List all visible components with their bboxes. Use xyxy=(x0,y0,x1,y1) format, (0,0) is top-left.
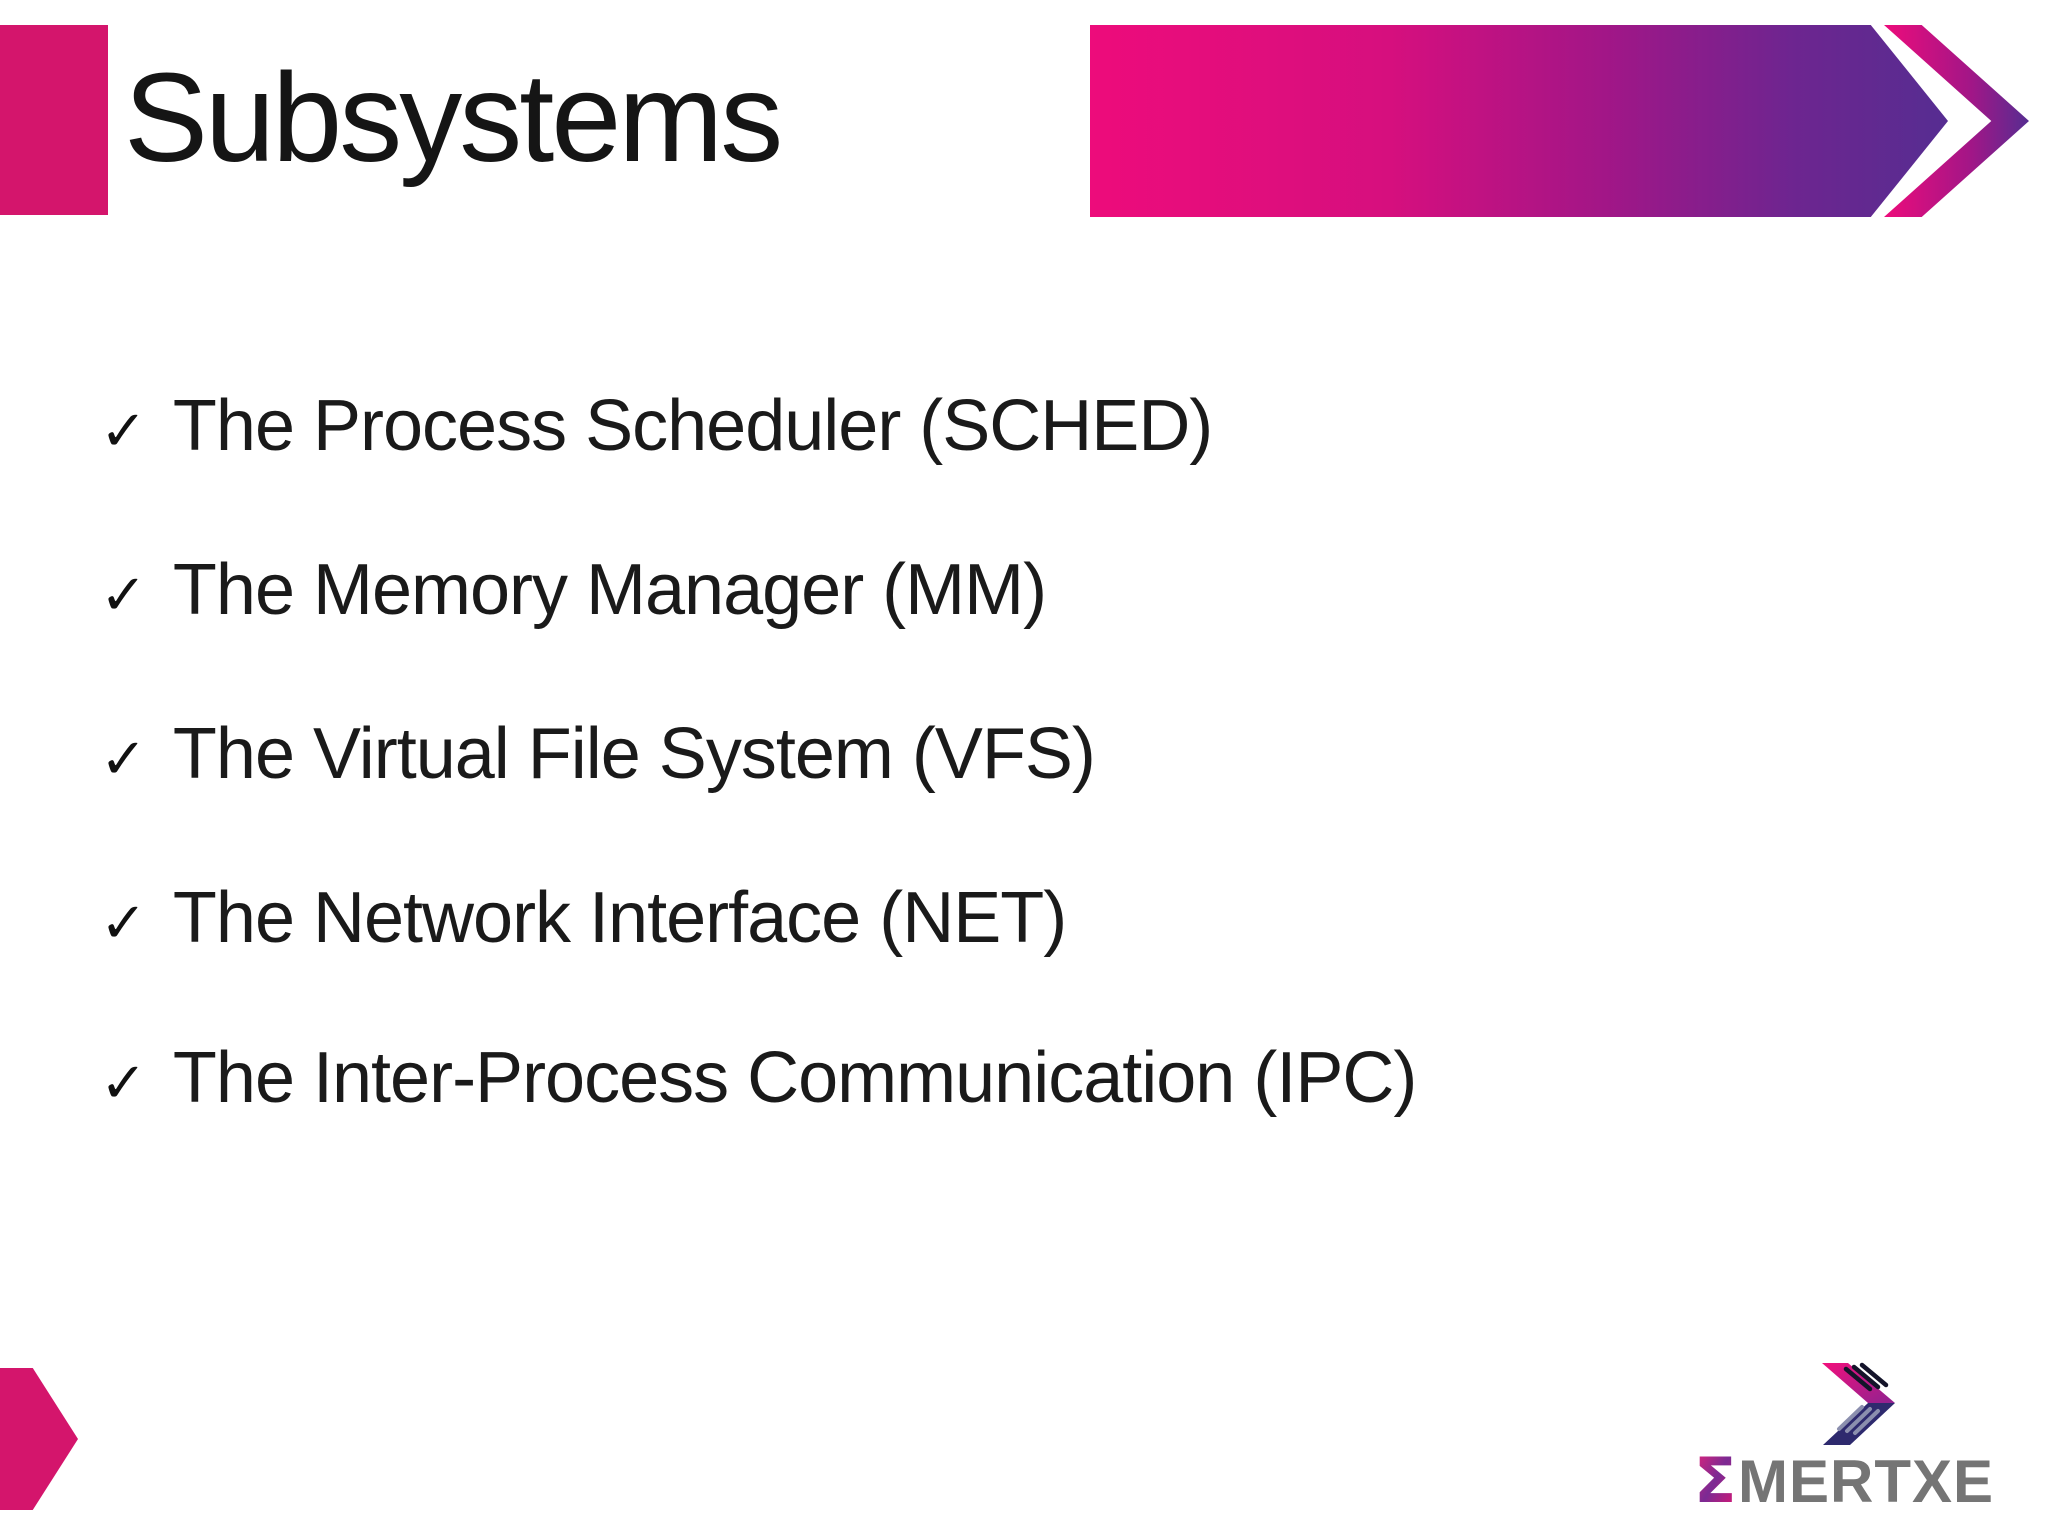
list-item: ✓ The Inter-Process Communication (IPC) xyxy=(100,1037,1417,1119)
list-item: ✓ The Virtual File System (VFS) xyxy=(100,713,1096,795)
list-item-label: The Virtual File System (VFS) xyxy=(172,714,1096,794)
emertxe-logo: Σ MERTXE xyxy=(1694,1362,1994,1512)
list-item: ✓ The Process Scheduler (SCHED) xyxy=(100,385,1213,467)
list-item-label: The Network Interface (NET) xyxy=(172,878,1067,958)
logo-brand: MERTXE xyxy=(1738,1448,1994,1512)
check-icon: ✓ xyxy=(100,1051,147,1116)
list-item-label: The Memory Manager (MM) xyxy=(172,550,1047,630)
list-item-label: The Process Scheduler (SCHED) xyxy=(172,386,1213,466)
check-icon: ✓ xyxy=(100,891,147,956)
list-item: ✓ The Network Interface (NET) xyxy=(100,877,1067,959)
list-item: ✓ The Memory Manager (MM) xyxy=(100,549,1047,631)
check-icon: ✓ xyxy=(100,727,147,792)
list-item-label: The Inter-Process Communication (IPC) xyxy=(172,1038,1417,1118)
accent-square xyxy=(0,25,108,215)
page-title: Subsystems xyxy=(124,47,783,188)
check-icon: ✓ xyxy=(100,399,147,464)
header-banner-arrow xyxy=(1090,25,1948,217)
check-icon: ✓ xyxy=(100,563,147,628)
logo-chevron-icon xyxy=(1822,1362,1895,1445)
footer-accent-arrow xyxy=(0,1368,78,1510)
logo-sigma: Σ xyxy=(1694,1444,1736,1512)
